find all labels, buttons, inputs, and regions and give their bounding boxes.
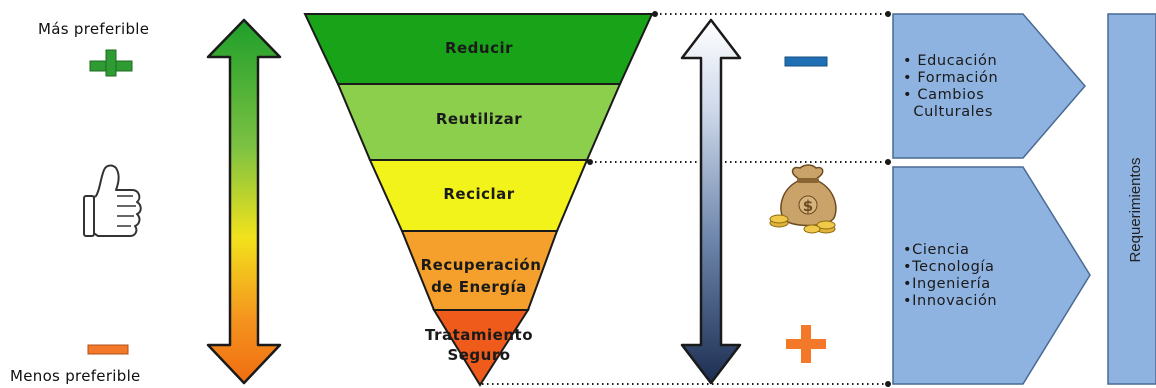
thumbs-up-icon [83,164,142,237]
requirements-label: Requerimientos [1127,157,1144,262]
level-label-recuperacion-1: Recuperación [421,256,542,274]
level-label-tratamiento-2: Seguro [447,346,510,364]
level-label-tratamiento-1: Tratamiento [425,326,533,344]
pyramid-level-tratamiento [432,309,530,387]
money-bag-icon: $ [769,164,837,234]
level-label-recuperacion-2: de Energía [431,278,527,296]
requirements-arrow-bottom [892,166,1091,385]
requirements-box [1107,13,1156,385]
most-preferable-label: Más preferible [38,20,150,38]
requirements-arrow-top [892,13,1086,159]
level-label-reducir: Reducir [445,39,513,57]
blue-minus-icon [784,56,828,67]
cost-double-arrow [680,18,742,385]
svg-text:$: $ [803,197,813,215]
requirements-list-top: • Educación • Formación • Cambios Cultur… [903,53,998,121]
list-item: • Cambios [903,87,985,103]
requirements-list-bottom: •Ciencia •Tecnología •Ingeniería •Innova… [903,242,997,310]
list-item: Culturales [903,104,993,120]
list-item: • Educación [903,53,998,69]
green-plus-icon [89,49,133,77]
orange-minus-icon [87,344,129,355]
list-item: • Formación [903,70,999,86]
level-label-reciclar: Reciclar [443,185,514,203]
list-item: •Ciencia [903,242,970,258]
least-preferable-label: Menos preferible [10,367,141,385]
orange-plus-icon [786,325,826,363]
dotted-connectors [482,11,891,387]
level-label-reutilizar: Reutilizar [436,110,522,128]
list-item: •Tecnología [903,259,995,275]
list-item: •Innovación [903,293,998,309]
preference-double-arrow [206,18,282,385]
list-item: •Ingeniería [903,276,991,292]
